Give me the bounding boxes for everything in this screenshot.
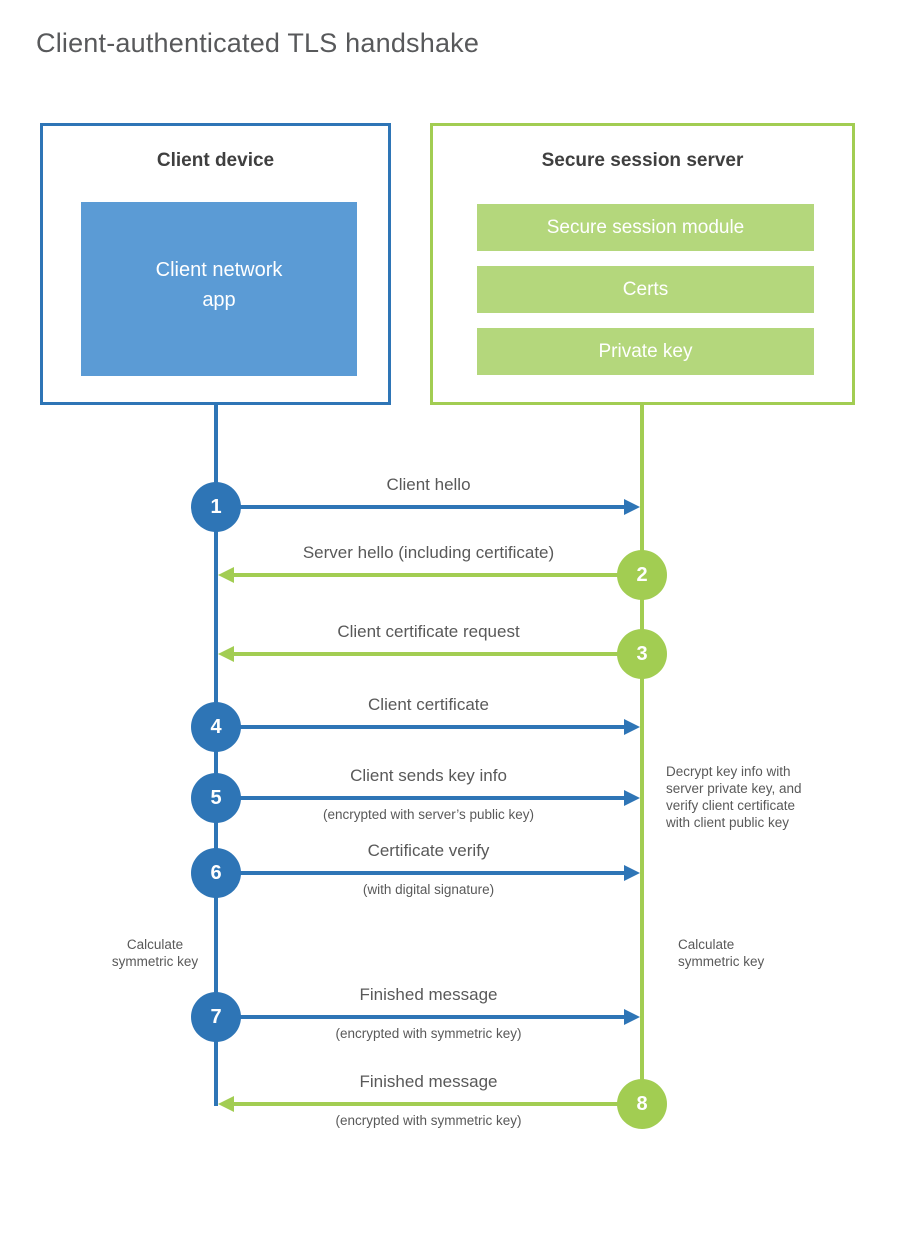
- step-4-number: 4: [210, 715, 222, 738]
- step-1-label: Client hello: [386, 475, 471, 494]
- step-8-number: 8: [636, 1092, 648, 1115]
- step-7-sublabel: (encrypted with symmetric key): [335, 1026, 522, 1041]
- step-6-number: 6: [210, 861, 222, 884]
- step-5-badge: 5: [191, 773, 241, 823]
- step-2-badge: 2: [617, 550, 667, 600]
- step-3-arrow-line: [233, 652, 618, 656]
- step-3: Client certificate request 3: [0, 604, 900, 704]
- step-6-badge: 6: [191, 848, 241, 898]
- step-1-badge: 1: [191, 482, 241, 532]
- step-5-sublabel: (encrypted with server’s public key): [322, 807, 535, 822]
- step-1: Client hello 1: [0, 457, 900, 557]
- step-3-badge: 3: [617, 629, 667, 679]
- step-1-arrowhead-right-icon: [624, 499, 640, 515]
- step-3-number: 3: [636, 642, 648, 665]
- server-title: Secure session server: [541, 150, 744, 171]
- step-6-label: Certificate verify: [367, 841, 490, 860]
- step-7-number: 7: [210, 1005, 222, 1028]
- client-lifeline: [214, 404, 218, 1106]
- server-box: Secure session server Secure session mod…: [430, 123, 855, 405]
- client-network-app-box: Client network app: [81, 202, 357, 376]
- step-8-arrow-line: [233, 1102, 618, 1106]
- step-6-sublabel: (with digital signature): [362, 882, 495, 897]
- step-1-number: 1: [210, 495, 222, 518]
- step-8: Finished message 8 (encrypted with symme…: [0, 1054, 900, 1154]
- step-5-arrowhead-right-icon: [624, 790, 640, 806]
- step-2-arrowhead-left-icon: [218, 567, 234, 583]
- step-7-label: Finished message: [359, 985, 498, 1004]
- step-8-label: Finished message: [359, 1072, 498, 1091]
- step-5-label: Client sends key info: [350, 766, 507, 785]
- client-device-box: Client device Client network app: [40, 123, 391, 405]
- step-5-number: 5: [210, 786, 222, 809]
- server-module-secure-session: Secure session module: [477, 204, 814, 251]
- step-5: Client sends key info 5 (encrypted with …: [0, 748, 900, 848]
- step-4-label: Client certificate: [368, 695, 489, 714]
- step-7-arrow-line: [240, 1015, 624, 1019]
- step-1-arrow-line: [240, 505, 624, 509]
- step-3-arrowhead-left-icon: [218, 646, 234, 662]
- step-2-number: 2: [636, 563, 648, 586]
- step-6-arrow-line: [240, 871, 624, 875]
- step-3-label: Client certificate request: [337, 622, 520, 641]
- server-module-private-key: Private key: [477, 328, 814, 375]
- server-module-certs: Certs: [477, 266, 814, 313]
- step-8-badge: 8: [617, 1079, 667, 1129]
- step-8-arrowhead-left-icon: [218, 1096, 234, 1112]
- calculate-symmetric-key-note-client: Calculate symmetric key: [111, 937, 199, 969]
- server-lifeline: [640, 404, 644, 1106]
- step-2-arrow-line: [233, 573, 618, 577]
- page-title: Client-authenticated TLS handshake: [36, 28, 480, 58]
- step-7-badge: 7: [191, 992, 241, 1042]
- step-2: Server hello (including certificate) 2: [0, 525, 900, 625]
- decrypt-key-note: Decrypt key info with server private key…: [666, 764, 802, 830]
- step-6-arrowhead-right-icon: [624, 865, 640, 881]
- step-7-arrowhead-right-icon: [624, 1009, 640, 1025]
- step-4: Client certificate 4: [0, 677, 900, 777]
- step-4-badge: 4: [191, 702, 241, 752]
- calculate-symmetric-key-note-server: Calculate symmetric key: [678, 937, 765, 969]
- client-device-title: Client device: [156, 150, 275, 171]
- step-6: Certificate verify 6 (with digital signa…: [0, 823, 900, 923]
- step-5-arrow-line: [240, 796, 624, 800]
- step-2-label: Server hello (including certificate): [302, 543, 555, 562]
- step-7: Finished message 7 (encrypted with symme…: [0, 967, 900, 1067]
- step-8-sublabel: (encrypted with symmetric key): [335, 1113, 522, 1128]
- step-4-arrow-line: [240, 725, 624, 729]
- step-4-arrowhead-right-icon: [624, 719, 640, 735]
